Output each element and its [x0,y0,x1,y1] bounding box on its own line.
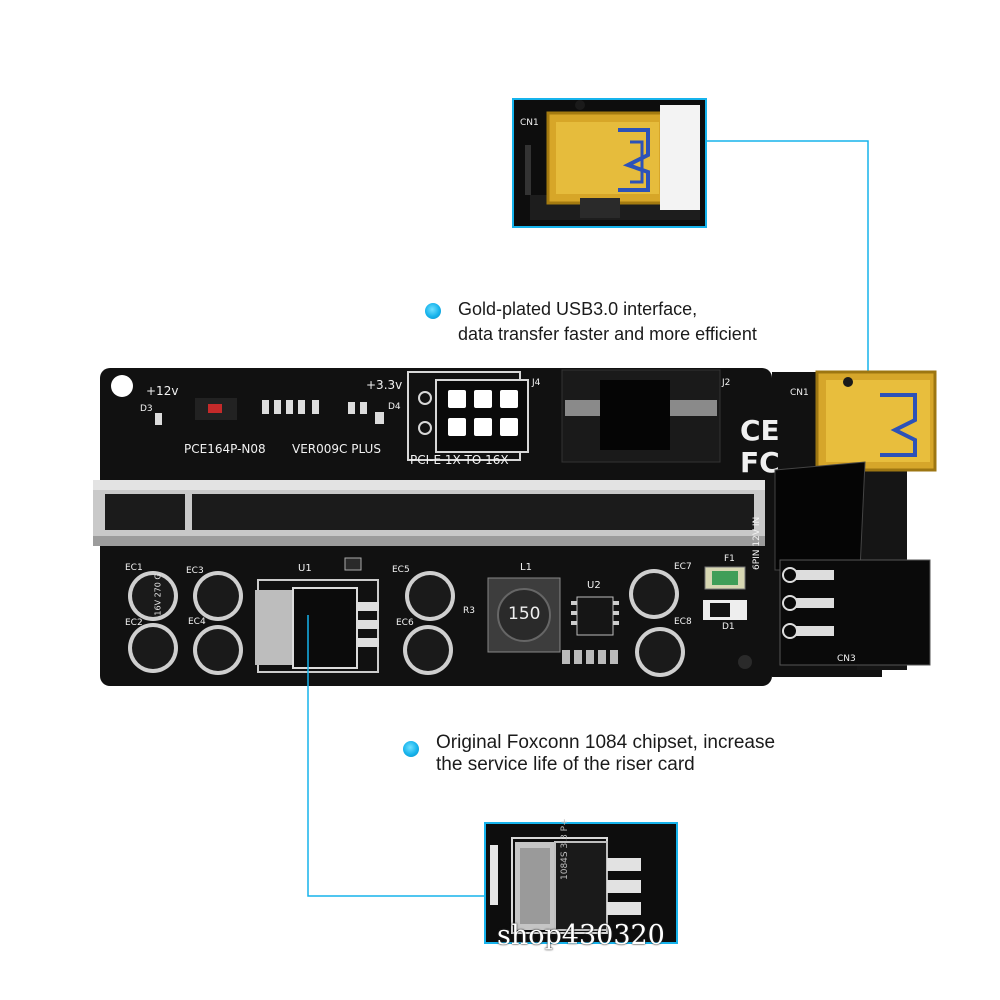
silk-l1: L1 [520,562,532,573]
silk-ec4: EC4 [188,617,206,627]
silk-d3: D3 [140,404,153,414]
silk-cn3: CN3 [837,654,856,664]
chip-zoom-body [554,841,608,931]
silk-f1: F1 [724,554,735,564]
silk-j2: J2 [722,378,731,388]
silk-ec3: EC3 [186,566,204,576]
silk-d1: D1 [722,622,735,632]
silk-r3: R3 [463,606,475,616]
watermark: shop430320 [497,920,665,951]
chip-callout-dot [403,741,419,757]
silk-d4: D4 [388,402,401,412]
u1-heat-tab [255,590,295,665]
inductor-value: 150 [508,604,541,624]
chip-callout: Original Foxconn 1084 chipset, increase … [436,732,775,776]
mount-hole-left [111,375,133,397]
usb-callout: Gold-plated USB3.0 interface, data trans… [458,297,757,347]
silk-ec7: EC7 [674,562,692,572]
usb-callout-dot [425,303,441,319]
silk-33v: +3.3v [366,378,403,392]
cap-marking: 16V 270 G [153,573,163,616]
silk-ec5: EC5 [392,565,410,575]
silk-model: PCE164P-N08 [184,442,266,456]
silk-6pin: 6PIN 12V IN [752,516,762,570]
chip-callout-line1: Original Foxconn 1084 chipset, increase [436,732,776,753]
svg-text:CE: CE [740,414,780,447]
silk-u2: U2 [587,580,601,591]
silk-cn1: CN1 [790,388,809,398]
silk-j4: J4 [532,378,541,388]
usb-callout-line1: Gold-plated USB3.0 interface, [458,299,698,319]
capacitors [128,569,685,677]
chip-callout-line2: the service life of the riser card [436,754,695,775]
silk-version: VER009C PLUS [292,442,381,456]
silk-u1: U1 [298,563,312,574]
silk-ec6: EC6 [396,618,414,628]
silk-12v: +12v [146,384,179,398]
zoom-cn1: CN1 [520,118,539,128]
silk-ec2: EC2 [125,618,143,628]
silk-pcie-label: PCI-E 1X TO 16X [410,453,509,467]
zoom-chip-marking: 1084S 3.3 P+ [560,818,570,880]
silk-ec1: EC1 [125,563,143,573]
silk-ec8: EC8 [674,617,692,627]
usb-callout-line2: data transfer faster and more efficient [458,324,757,344]
svg-text:FC: FC [740,446,780,479]
